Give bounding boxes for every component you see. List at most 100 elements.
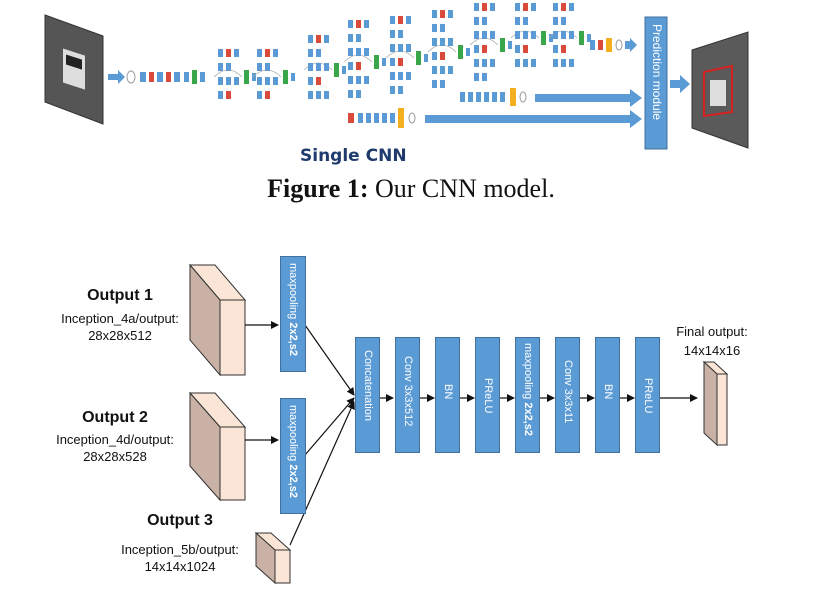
layer-cell [218,49,223,57]
layer-cell [448,66,453,74]
layer-cell [448,10,453,18]
layer-cell [356,48,361,56]
layer-cell [356,20,361,28]
layer-cell [257,77,262,85]
input-image [44,14,104,125]
layer-cell [356,34,361,42]
layer-cell [482,73,487,81]
layer-cell [553,3,558,11]
layer-cell [348,20,353,28]
branch-layer-cell [366,113,371,123]
stem-layers [140,70,205,84]
layer-cell [531,59,536,67]
layer-cell [549,34,553,42]
layer-cell [515,45,520,53]
layer-cell [523,45,528,53]
layer-cell [523,59,528,67]
output-1-layer: Inception_4a/output: [61,311,179,326]
bn-block-2: BN [595,337,620,453]
output-3-cube [254,531,292,585]
layer-cell [553,59,558,67]
layer-cell [316,63,321,71]
branch-rows [348,88,527,128]
layer-cell [440,80,445,88]
layer-cell [474,31,479,39]
branch-layer-cell [468,92,473,102]
bn-block-1: BN [435,337,460,453]
layer-cell [257,91,262,99]
layer-cell [553,31,558,39]
figure-caption-prefix: Figure 1: [267,174,369,203]
layer-cell [432,38,437,46]
layer-cell [342,66,346,74]
layer-cell [316,35,321,43]
layer-cell [364,48,369,56]
layer-cell [364,76,369,84]
final-output-dims: 14x14x16 [683,343,741,358]
layer-cell [598,40,603,50]
layer-cell [482,17,487,25]
layer-cell [432,66,437,74]
output-2-layer: Inception_4d/output: [56,432,174,447]
branch-layer-cell [476,92,481,102]
layer-cell [432,80,437,88]
layer-cell [308,77,313,85]
prelu-block-1: PReLU [475,337,500,453]
figure-caption-text: Our CNN model. [368,174,555,203]
prelu-block-2: PReLU [635,337,660,453]
layer-cell [500,38,505,52]
figure-caption: Figure 1: Our CNN model. [0,174,822,204]
layer-cell [398,86,403,94]
layer-cell [490,59,495,67]
layer-cell [523,17,528,25]
final-output-cube [702,360,729,447]
layer-cell [234,49,239,57]
layer-cell [265,77,270,85]
layer-cell [440,66,445,74]
layer-cell [316,49,321,57]
layer-cell [308,35,313,43]
layer-cell [406,72,411,80]
layer-cell [432,24,437,32]
layer-cell [356,90,361,98]
single-cnn-title: Single CNN [300,146,407,166]
branch-layer-cell [398,108,404,128]
output-1-title: Output 1 [87,287,153,304]
branch-layer-cell [460,92,465,102]
layer-cell [273,49,278,57]
maxpooling-block-1-label: maxpooling 2x2,s2 [287,263,299,356]
layer-cell [316,91,321,99]
layer-cell [523,31,528,39]
output-1-cube [188,263,247,377]
input-arrow [108,70,136,84]
layer-cell [390,72,395,80]
layer-cell [531,3,536,11]
layer-cell [382,58,386,66]
layer-cell [508,41,512,49]
maxpooling-block-2-label: maxpooling 2x2,s2 [287,405,299,498]
branch-layer-cell [382,113,387,123]
layer-cell [348,90,353,98]
branch-layer-cell [374,113,379,123]
layer-cell [466,48,470,56]
output-2-cube [188,391,247,502]
output-3-layer: Inception_5b/output: [121,542,239,557]
layer-cell [474,59,479,67]
output-2-dims: 28x28x528 [83,449,147,464]
layer-cell [482,3,487,11]
layer-cell [515,17,520,25]
layer-cell [523,3,528,11]
output-1-dims: 28x28x512 [88,328,152,343]
layer-cell [265,49,270,57]
layer-cell [482,45,487,53]
branch-layer-cell [492,92,497,102]
layer-cell [308,91,313,99]
layer-cell [406,16,411,24]
layer-cell [348,62,353,70]
maxpooling-block-1: maxpooling 2x2,s2 [280,256,306,372]
layer-cell [515,59,520,67]
layer-cell [291,73,295,81]
output-2-title: Output 2 [82,409,148,426]
layer-cell [569,59,574,67]
layer-cell [226,63,231,71]
